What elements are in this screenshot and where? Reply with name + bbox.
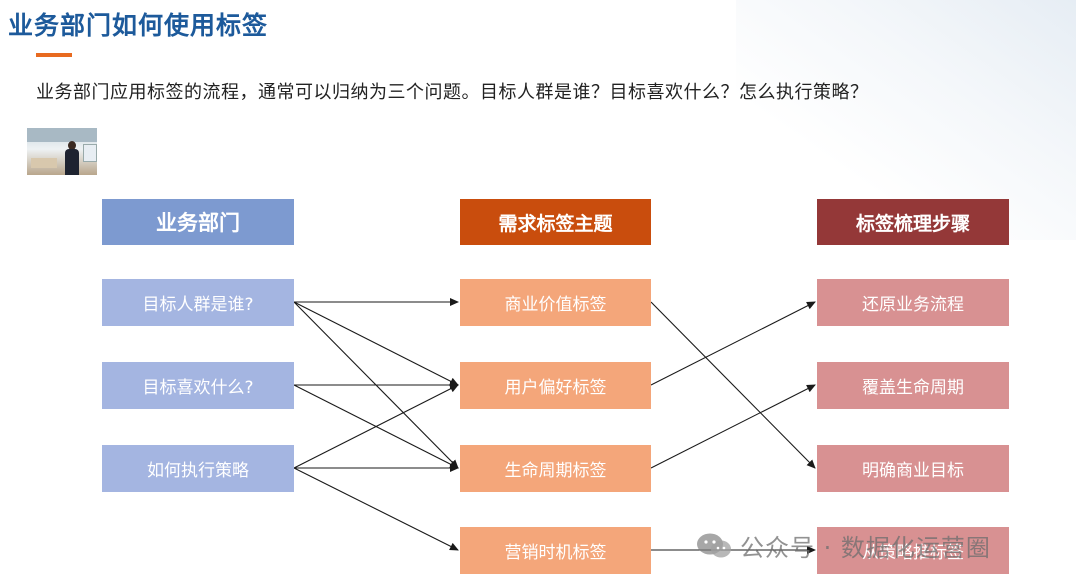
connector-arrow-tag-2-to-step-1 xyxy=(650,384,816,469)
dept-item-target-preference: 目标喜欢什么? xyxy=(102,362,294,409)
dept-header: 业务部门 xyxy=(102,199,294,245)
tag-item-marketing-timing: 营销时机标签 xyxy=(460,527,651,574)
connector-arrow-dept-2-to-tag-3 xyxy=(293,467,459,551)
intro-text: 业务部门应用标签的流程，通常可以归纳为三个问题。目标人群是谁？目标喜欢什么？怎么… xyxy=(36,82,869,103)
steps-header: 标签梳理步骤 xyxy=(817,199,1009,245)
page-title: 业务部门如何使用标签 xyxy=(8,11,269,40)
tag-item-user-preference: 用户偏好标签 xyxy=(460,362,651,409)
connector-arrow-tag-0-to-step-2 xyxy=(650,301,816,469)
dept-item-execute-strategy: 如何执行策略 xyxy=(102,445,294,492)
step-item-restore-process: 还原业务流程 xyxy=(817,279,1009,326)
watermark-text: 公众号 · 数据化运营圈 xyxy=(740,534,991,562)
connector-arrow-tag-1-to-step-0 xyxy=(650,301,816,386)
connector-arrow-dept-2-to-tag-1 xyxy=(293,384,459,469)
step-item-business-goal: 明确商业目标 xyxy=(817,445,1009,492)
tag-item-lifecycle: 生命周期标签 xyxy=(460,445,651,492)
step-item-strategy-to-tags: 从策略推标签 xyxy=(817,527,1009,574)
tag-theme-header: 需求标签主题 xyxy=(460,199,651,245)
title-accent-bar xyxy=(36,53,72,57)
dept-item-target-audience: 目标人群是谁? xyxy=(102,279,294,326)
presenter-photo xyxy=(27,128,97,175)
wechat-icon xyxy=(697,533,731,557)
step-item-cover-lifecycle: 覆盖生命周期 xyxy=(817,362,1009,409)
connector-arrow-dept-0-to-tag-1 xyxy=(293,301,459,386)
watermark: 公众号 · 数据化运营圈 xyxy=(696,528,991,563)
tag-item-business-value: 商业价值标签 xyxy=(460,279,651,326)
